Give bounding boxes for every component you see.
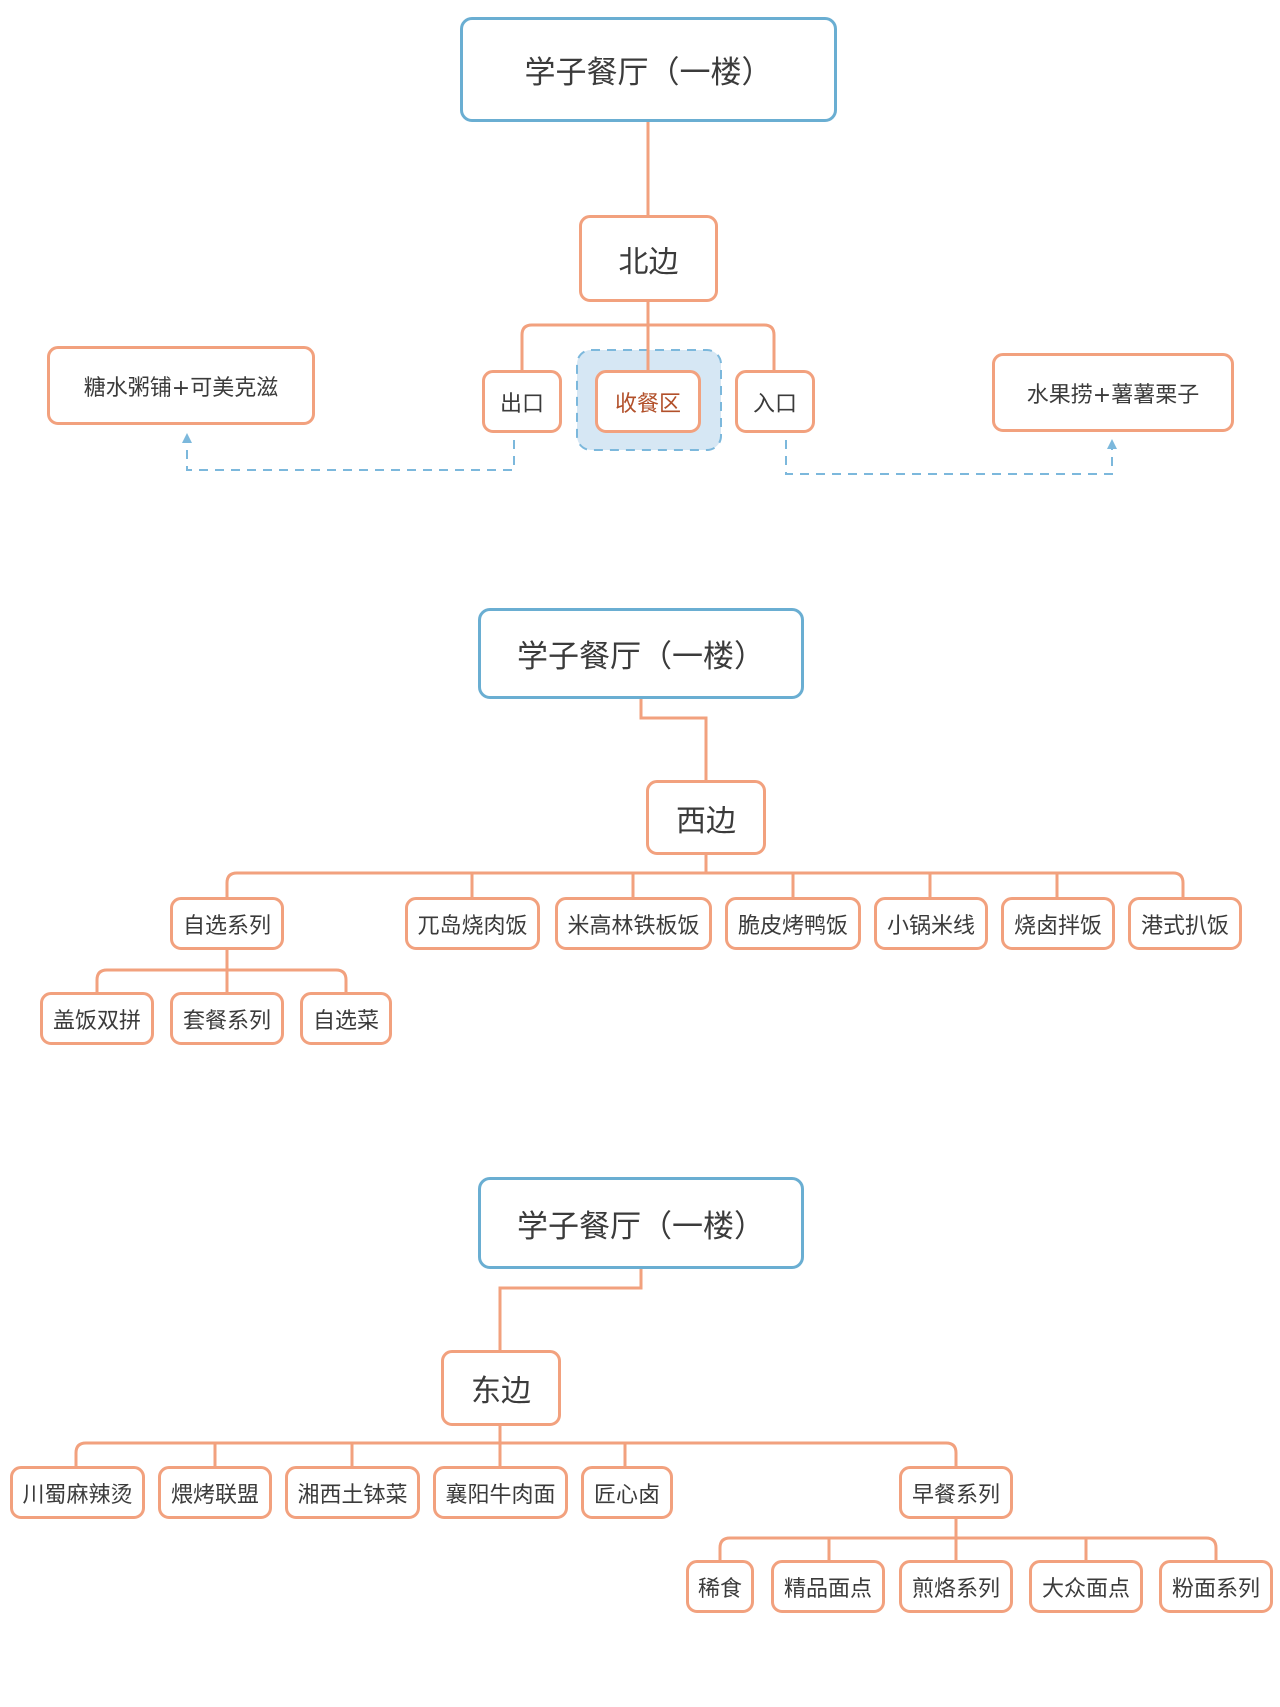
connector-east-bus (74, 1441, 958, 1466)
west-item-3: 脆皮烤鸭饭 (725, 897, 861, 950)
west-root-node: 学子餐厅（一楼） (478, 608, 804, 699)
east-sub-label: 粉面系列 (1171, 1576, 1260, 1602)
east-item-4: 匠心卤 (581, 1466, 673, 1519)
west-sub-1: 套餐系列 (170, 992, 284, 1045)
connector-root-west (639, 698, 708, 780)
east-item-label: 襄阳牛肉面 (445, 1482, 556, 1508)
east-item-1: 煨烤联盟 (158, 1466, 272, 1519)
west-item-4: 小锅米线 (874, 897, 988, 950)
west-item-label: 脆皮烤鸭饭 (737, 913, 848, 939)
west-item-1: 兀岛烧肉饭 (405, 897, 540, 950)
west-sub-label: 盖饭双拼 (52, 1008, 141, 1034)
connector-select-bus (95, 968, 348, 992)
dashed-exit-to-left-shop (186, 440, 515, 471)
east-sub-label: 煎烙系列 (911, 1576, 1000, 1602)
connector-north-branches (520, 323, 776, 370)
north-exit-label: 出口 (499, 391, 544, 417)
north-right-shop-label: 水果捞+薯薯栗子 (1026, 382, 1200, 408)
east-hub-label: 东边 (471, 1374, 531, 1409)
north-left-shop-node: 糖水粥铺+可美克滋 (47, 346, 315, 425)
arrow-right-shop (1107, 439, 1117, 449)
east-sub-label: 大众面点 (1041, 1576, 1130, 1602)
connector-breakfast-bus (718, 1536, 1218, 1560)
west-hub-label: 西边 (676, 803, 736, 839)
east-sub-label: 稀食 (697, 1576, 742, 1602)
east-sub-1: 精品面点 (771, 1560, 885, 1613)
east-item-2: 湘西土钵菜 (285, 1466, 420, 1519)
north-hub-node: 北边 (579, 215, 718, 302)
east-item-label: 煨烤联盟 (170, 1482, 259, 1508)
west-item-self-select: 自选系列 (170, 897, 284, 950)
east-sub-3: 大众面点 (1029, 1560, 1143, 1613)
east-item-label: 川蜀麻辣烫 (22, 1482, 133, 1508)
north-collection-label: 收餐区 (614, 391, 681, 417)
west-item-2: 米高林铁板饭 (555, 897, 712, 950)
north-entrance-node: 入口 (735, 370, 815, 433)
connector-west-drops (470, 873, 1059, 897)
west-item-label: 米高林铁板饭 (567, 913, 700, 939)
connector-west-bus (225, 871, 1185, 897)
east-item-0: 川蜀麻辣烫 (10, 1466, 145, 1519)
arrow-left-shop (182, 433, 192, 443)
west-sub-label: 套餐系列 (182, 1008, 271, 1034)
east-root-node: 学子餐厅（一楼） (478, 1177, 804, 1269)
west-item-5: 烧卤拌饭 (1001, 897, 1115, 950)
north-entrance-label: 入口 (752, 391, 797, 417)
north-root-node: 学子餐厅（一楼） (460, 17, 837, 122)
west-hub-node: 西边 (646, 780, 766, 855)
north-hub-label: 北边 (618, 244, 679, 280)
west-sub-2: 自选菜 (300, 992, 392, 1045)
connector-breakfast-drops (827, 1538, 1088, 1560)
west-item-label: 自选系列 (182, 913, 271, 939)
east-item-label: 匠心卤 (593, 1482, 660, 1508)
connector-root-east (498, 1268, 643, 1350)
east-item-breakfast: 早餐系列 (899, 1466, 1013, 1519)
north-root-label: 学子餐厅（一楼） (524, 55, 773, 91)
west-item-label: 烧卤拌饭 (1013, 913, 1102, 939)
west-item-label: 兀岛烧肉饭 (417, 913, 528, 939)
east-item-label: 早餐系列 (911, 1482, 1000, 1508)
east-sub-2: 煎烙系列 (899, 1560, 1013, 1613)
east-item-3: 襄阳牛肉面 (433, 1466, 568, 1519)
west-sub-label: 自选菜 (312, 1008, 379, 1034)
north-left-shop-label: 糖水粥铺+可美克滋 (83, 375, 279, 401)
connector-east-drops (213, 1443, 627, 1466)
west-sub-0: 盖饭双拼 (40, 992, 154, 1045)
east-hub-node: 东边 (441, 1350, 561, 1426)
east-root-label: 学子餐厅（一楼） (517, 1208, 765, 1245)
west-item-label: 小锅米线 (886, 913, 975, 939)
east-item-label: 湘西土钵菜 (297, 1482, 408, 1508)
east-sub-label: 精品面点 (783, 1576, 872, 1602)
north-right-shop-node: 水果捞+薯薯栗子 (992, 353, 1234, 432)
north-collection-node: 收餐区 (595, 370, 701, 433)
east-sub-0: 稀食 (686, 1560, 754, 1613)
west-item-6: 港式扒饭 (1128, 897, 1242, 950)
east-sub-4: 粉面系列 (1159, 1560, 1273, 1613)
west-root-label: 学子餐厅（一楼） (517, 639, 765, 675)
north-exit-node: 出口 (482, 370, 562, 433)
west-item-label: 港式扒饭 (1140, 913, 1229, 939)
dashed-entrance-to-right-shop (785, 440, 1113, 475)
